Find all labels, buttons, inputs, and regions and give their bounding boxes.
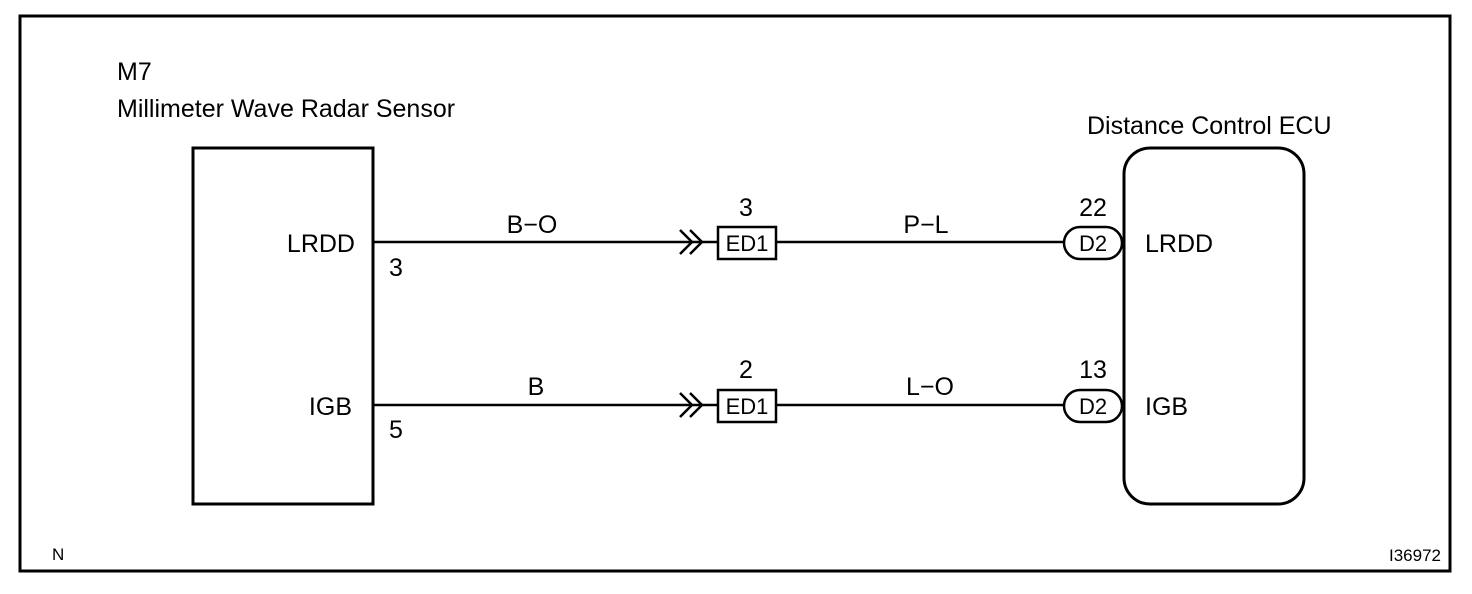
connector-arrow-icon: [679, 392, 694, 418]
sensor-pin-lrdd-label: LRDD: [287, 230, 355, 258]
wire-igb: B 2 ED1 L−O 13 D2: [373, 356, 1124, 424]
ecu-connector-code: D2: [1079, 231, 1107, 256]
figure-id: I36972: [1389, 546, 1441, 565]
wire-color-label: B: [528, 373, 545, 401]
junction-connector-code: ED1: [726, 231, 769, 256]
wire-color-label: L−O: [906, 373, 954, 401]
diagram-frame: [18, 14, 1452, 573]
sensor-pin-igb-number: 5: [389, 416, 403, 444]
ecu-connector: [1062, 225, 1124, 261]
wire-color-label: B−O: [507, 211, 558, 239]
wire-color-label: P−L: [903, 211, 948, 239]
junction-pin-number: 2: [739, 356, 753, 384]
ecu-name: Distance Control ECU: [1087, 112, 1332, 140]
ecu-pin-lrdd-label: LRDD: [1145, 230, 1213, 258]
sensor-name: Millimeter Wave Radar Sensor: [117, 95, 455, 123]
junction-connector-code: ED1: [726, 394, 769, 419]
ecu-pin-igb-label: IGB: [1145, 393, 1188, 421]
ecu-connector: [1062, 388, 1124, 424]
junction-pin-number: 3: [739, 194, 753, 222]
ecu-connector-code: D2: [1079, 394, 1107, 419]
ecu-pin-number: 13: [1079, 356, 1107, 384]
footer-left-mark: N: [52, 545, 64, 564]
sensor-pin-igb-label: IGB: [309, 393, 352, 421]
ecu-pin-number: 22: [1079, 194, 1107, 222]
sensor-pin-lrdd-number: 3: [389, 254, 403, 282]
wire-lrdd: B−O 3 ED1 P−L 22 D2: [373, 194, 1124, 261]
ecu-box: [1122, 146, 1306, 506]
sensor-code: M7: [117, 58, 152, 86]
connector-arrow-icon: [679, 229, 694, 255]
sensor-box: [191, 146, 375, 506]
